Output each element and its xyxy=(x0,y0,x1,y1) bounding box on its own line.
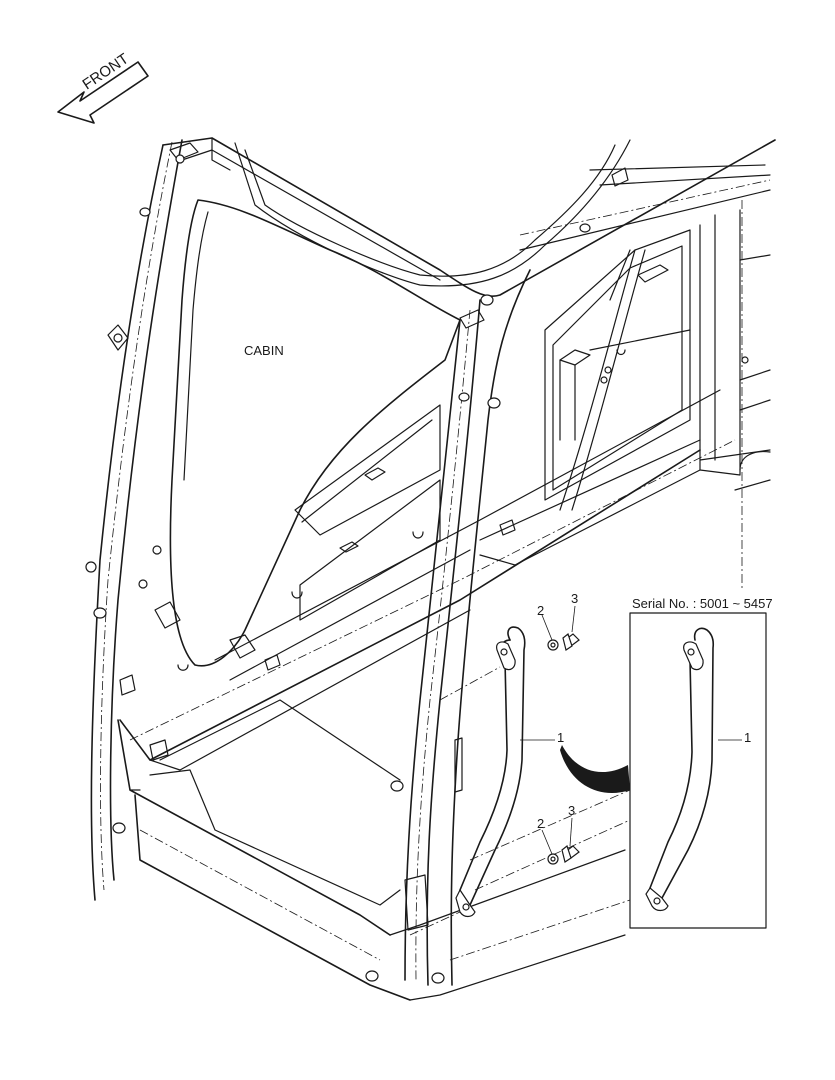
handrail-main xyxy=(409,626,526,936)
bolt-bottom xyxy=(561,844,580,863)
washer-bottom xyxy=(547,853,559,865)
cabin-label: CABIN xyxy=(244,343,284,358)
callout-handrail-inset: 1 xyxy=(744,730,752,745)
callout-washer-top: 2 xyxy=(537,603,545,618)
callout-handrail-main: 1 xyxy=(557,730,565,745)
callout-bolt-top: 3 xyxy=(571,591,579,606)
serial-inset xyxy=(629,612,767,929)
washer-top xyxy=(547,639,559,651)
bolt-top xyxy=(562,632,580,651)
serial-range-label: Serial No. : 5001 ~ 5457 xyxy=(632,596,773,611)
inset-pointer-arrow-icon xyxy=(560,745,630,794)
callout-bolt-bottom: 3 xyxy=(568,803,576,818)
callout-washer-bottom: 2 xyxy=(537,816,545,831)
front-arrow-icon xyxy=(57,61,149,124)
frame-bolts xyxy=(85,154,749,984)
leader-lines xyxy=(520,605,742,855)
cabin-frame xyxy=(85,137,776,1001)
